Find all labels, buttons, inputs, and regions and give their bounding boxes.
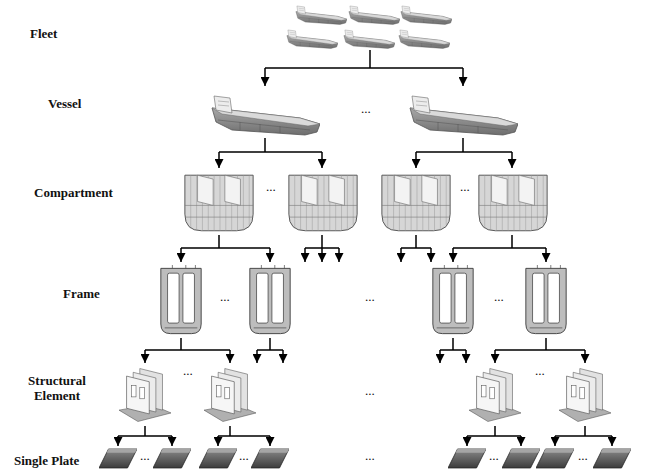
ellipsis-mark: ... <box>460 179 470 194</box>
ellipsis-mark: ... <box>365 448 375 463</box>
ellipsis-mark: ... <box>220 289 230 304</box>
level-label: Single Plate <box>14 453 79 468</box>
ellipsis-mark: ... <box>239 448 249 463</box>
ellipsis-mark: ... <box>489 448 499 463</box>
ellipsis-mark: ... <box>365 383 375 398</box>
ellipsis-mark: ... <box>140 448 150 463</box>
level-label: Vessel <box>48 96 81 111</box>
ellipsis-mark: ... <box>361 101 371 116</box>
level-label: Structural Element <box>12 373 102 403</box>
ellipsis-mark: ... <box>365 289 375 304</box>
level-label: Frame <box>63 286 100 301</box>
ellipsis-mark: ... <box>535 363 545 378</box>
ellipsis-mark: ... <box>578 448 588 463</box>
level-label: Fleet <box>30 26 57 41</box>
level-label: Compartment <box>34 185 113 200</box>
ellipsis-mark: ... <box>183 363 193 378</box>
ellipsis-mark: ... <box>494 289 504 304</box>
ellipsis-mark: ... <box>266 179 276 194</box>
